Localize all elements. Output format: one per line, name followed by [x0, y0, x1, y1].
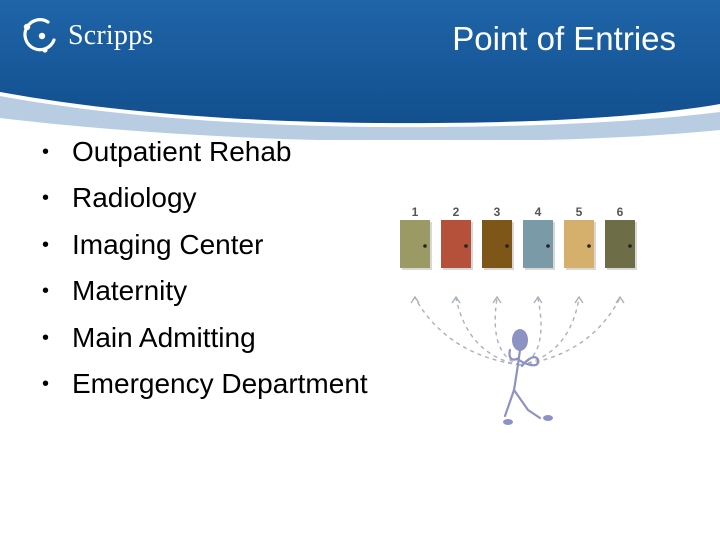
bullet-icon: • [42, 372, 50, 395]
header-fill [0, 0, 720, 124]
door-number: 1 [412, 205, 419, 219]
arrow-head-icon [492, 295, 502, 304]
list-item: • Radiology [42, 182, 368, 228]
door-icon [605, 220, 635, 268]
door-knob-icon [628, 244, 632, 248]
scripps-logo: Scripps [18, 14, 153, 58]
scripps-logo-icon [23, 18, 56, 53]
door-icon [564, 220, 594, 268]
arrow-head-icon [574, 295, 584, 304]
brand-name: Scripps [68, 20, 154, 51]
arrow-head-icon [410, 295, 420, 304]
door-number: 3 [494, 205, 501, 219]
doors-illustration: 1 2 3 4 5 6 [400, 205, 637, 425]
door-icon [400, 220, 430, 268]
bullet-icon: • [42, 326, 50, 349]
list-item: • Maternity [42, 275, 368, 321]
dashed-arrow [519, 297, 580, 366]
arrows-group [410, 295, 625, 366]
bullet-text: Radiology [72, 182, 197, 214]
door-icon [523, 220, 553, 268]
page-title: Point of Entries [452, 20, 676, 57]
door-knob-icon [423, 244, 427, 248]
bullet-icon: • [42, 233, 50, 256]
dashed-arrow [455, 297, 521, 366]
bullet-text: Imaging Center [72, 228, 264, 260]
list-item: • Outpatient Rehab [42, 136, 368, 182]
arrow-head-icon [533, 295, 543, 304]
doors-group: 1 2 3 4 5 6 [400, 205, 637, 270]
door-knob-icon [464, 244, 468, 248]
list-item: • Emergency Department [42, 368, 368, 414]
door-icon [482, 220, 512, 268]
door-number: 6 [617, 205, 624, 219]
bullet-text: Outpatient Rehab [72, 136, 292, 167]
door-icon [441, 220, 471, 268]
dashed-arrow [414, 297, 521, 366]
arrow-head-icon [615, 295, 625, 304]
list-item: • Imaging Center [42, 229, 368, 275]
bullet-icon: • [42, 187, 50, 210]
arrow-head-icon [451, 295, 461, 304]
dashed-arrow [519, 297, 621, 366]
bullet-icon: • [42, 280, 50, 303]
list-item: • Main Admitting [42, 322, 368, 368]
door-number: 4 [535, 205, 542, 219]
dashed-arrow [494, 297, 521, 366]
stick-figure-icon [503, 329, 553, 425]
bullet-text: Maternity [72, 275, 188, 307]
door-knob-icon [587, 244, 591, 248]
door-knob-icon [505, 244, 509, 248]
door-number: 2 [453, 205, 460, 219]
bullet-list: • Outpatient Rehab • Radiology • Imaging Ce… [42, 136, 368, 414]
header-swoosh [0, 96, 720, 140]
bullet-text: Emergency Department [72, 367, 368, 399]
door-number: 5 [576, 205, 583, 219]
door-knob-icon [546, 244, 550, 248]
bullet-icon: • [42, 141, 50, 163]
dashed-arrow [519, 297, 542, 366]
header-banner [0, 0, 720, 140]
bullet-text: Main Admitting [72, 321, 256, 353]
